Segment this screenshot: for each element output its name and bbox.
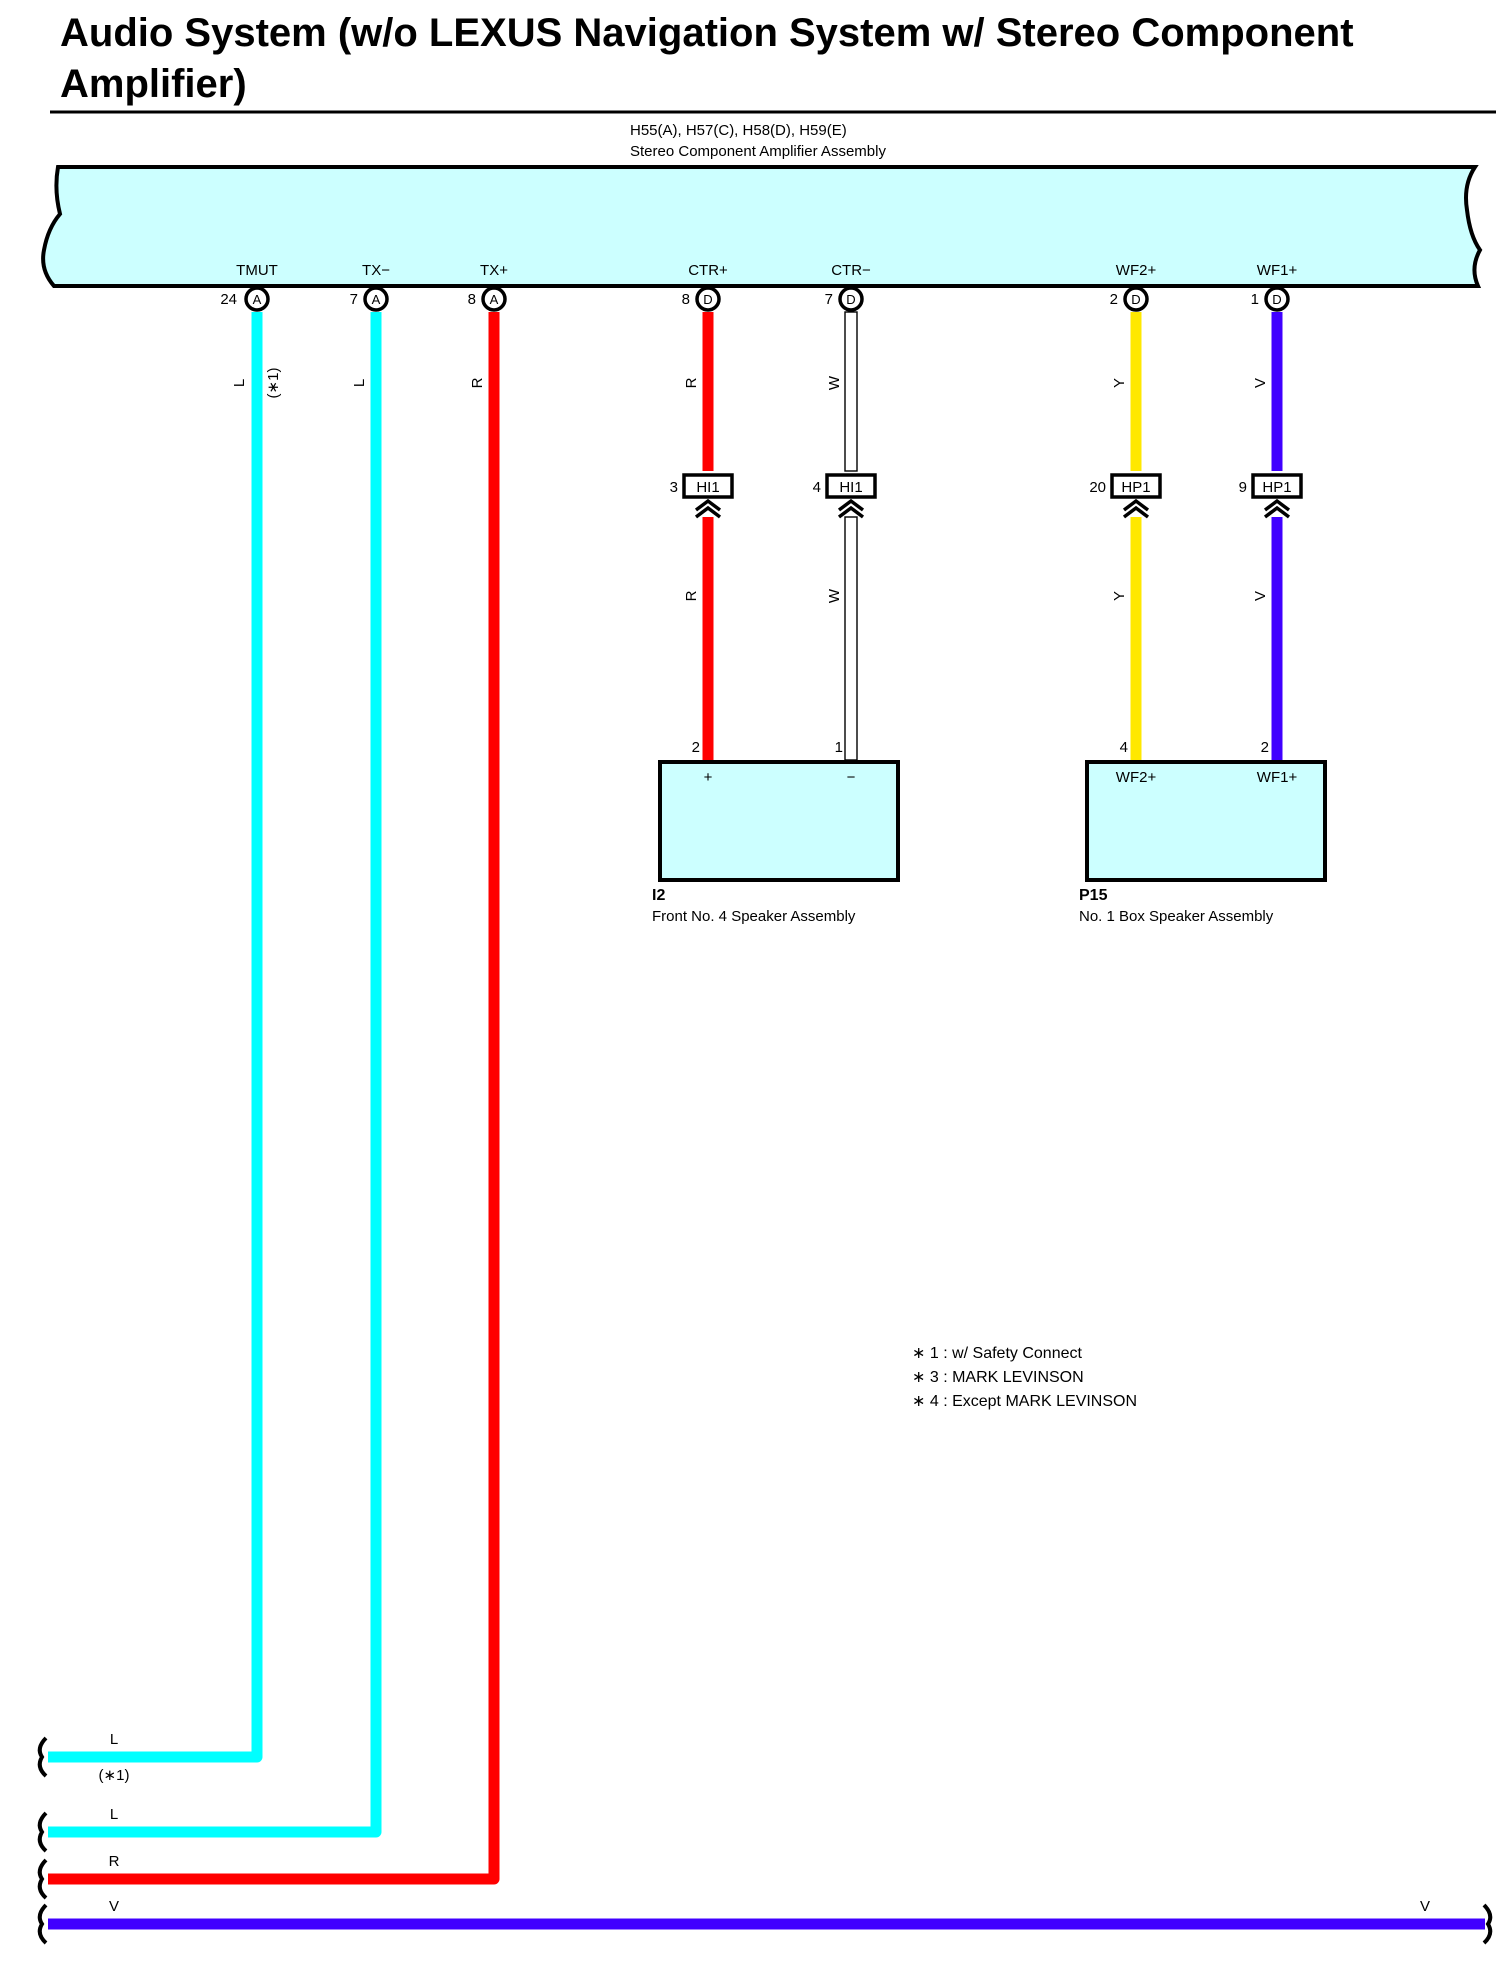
wire-code-wf1-plus-upper: V [1252, 378, 1269, 388]
box-speaker-assembly: 4 2 WF2+ WF1+ P15 No. 1 Box Speaker Asse… [1079, 739, 1327, 925]
page-title: Audio System (w/o LEXUS Navigation Syste… [60, 11, 1354, 106]
wire-code-ctr-plus-lower: R [683, 590, 700, 601]
front-speaker-pin-plus-number: 2 [692, 739, 700, 756]
note-3: ∗ 3 : MARK LEVINSON [912, 1369, 1084, 1386]
wire-tx-minus [48, 312, 382, 1838]
junction-hp1-9: HP1 9 [1239, 473, 1303, 519]
continuation-code-tx-plus: R [109, 1853, 120, 1870]
box-speaker-name: No. 1 Box Speaker Assembly [1079, 908, 1274, 925]
wire-code-wf2-plus-upper: Y [1111, 378, 1128, 388]
continuation-code-tx-minus: L [110, 1806, 118, 1823]
chevron-icon [1263, 499, 1291, 519]
pin-ctr-minus-letter: D [846, 292, 855, 307]
junction-hp1-20: HP1 20 [1089, 473, 1162, 519]
pin-tx-plus-number: 8 [468, 291, 476, 308]
note-1: ∗ 1 : w/ Safety Connect [912, 1345, 1082, 1362]
box-speaker-pin-wf1-label: WF1+ [1257, 769, 1298, 786]
junction-hi1-4-pin: 4 [813, 479, 821, 496]
pin-tmut-letter: A [253, 292, 262, 307]
pin-tx-minus: A 7 [350, 286, 389, 312]
amplifier-connectors: H55(A), H57(C), H58(D), H59(E) [630, 122, 847, 139]
box-speaker-pin-wf2-label: WF2+ [1116, 769, 1157, 786]
continuation-brace-violet-right [1482, 1903, 1493, 1945]
chevron-icon [837, 499, 865, 519]
pin-wf2-plus-letter: D [1131, 292, 1140, 307]
pin-label-wf2-plus: WF2+ [1116, 262, 1157, 279]
continuation-code-violet-left: V [109, 1898, 119, 1915]
front-speaker-pin-minus-label: − [847, 769, 856, 786]
continuation-brace-tx-minus [37, 1811, 48, 1853]
wire-code-wf1-plus-lower: V [1252, 591, 1269, 601]
junction-hi1-3-pin: 3 [670, 479, 678, 496]
pin-wf1-plus-number: 1 [1251, 291, 1259, 308]
pin-label-tmut: TMUT [236, 262, 278, 279]
continuation-code-tmut: L [110, 1731, 118, 1748]
chevron-icon [694, 499, 722, 519]
pin-tmut-number: 24 [220, 291, 237, 308]
pin-wf1-plus: D 1 [1251, 286, 1290, 312]
note-4: ∗ 4 : Except MARK LEVINSON [912, 1393, 1137, 1410]
pin-tx-minus-letter: A [372, 292, 381, 307]
wire-tx-plus [48, 312, 500, 1885]
continuation-brace-tmut [37, 1736, 48, 1778]
junction-hp1-9-name: HP1 [1262, 479, 1291, 496]
amplifier-assembly [41, 165, 1483, 288]
pin-wf2-plus-number: 2 [1110, 291, 1118, 308]
pin-label-ctr-plus: CTR+ [688, 262, 728, 279]
junction-hp1-9-pin: 9 [1239, 479, 1247, 496]
pin-label-ctr-minus: CTR− [831, 262, 871, 279]
chevron-icon [1122, 499, 1150, 519]
continuation-note-tmut: (∗1) [99, 1767, 130, 1784]
pin-label-tx-plus: TX+ [480, 262, 508, 279]
pin-ctr-plus: D 8 [682, 286, 721, 312]
box-speaker-code: P15 [1079, 887, 1108, 904]
continuation-code-violet-right: V [1420, 1898, 1430, 1915]
pin-ctr-minus: D 7 [825, 286, 864, 312]
pin-ctr-plus-letter: D [703, 292, 712, 307]
wire-code-tmut: L [231, 379, 248, 387]
pin-ctr-minus-number: 7 [825, 291, 833, 308]
junction-hi1-4: HI1 4 [813, 473, 877, 519]
front-speaker-name: Front No. 4 Speaker Assembly [652, 908, 856, 925]
junction-hp1-20-pin: 20 [1089, 479, 1106, 496]
box-speaker-pin-wf1-number: 2 [1261, 739, 1269, 756]
pin-tx-minus-number: 7 [350, 291, 358, 308]
wire-note-tmut: (∗1) [265, 368, 282, 399]
pin-ctr-plus-number: 8 [682, 291, 690, 308]
pin-wf1-plus-letter: D [1272, 292, 1281, 307]
wire-code-wf2-plus-lower: Y [1111, 591, 1128, 601]
junction-hi1-4-name: HI1 [839, 479, 862, 496]
pin-label-wf1-plus: WF1+ [1257, 262, 1298, 279]
pin-tx-plus-letter: A [490, 292, 499, 307]
pin-wf2-plus: D 2 [1110, 286, 1149, 312]
continuation-brace-violet-left [37, 1903, 48, 1945]
wire-code-tx-plus: R [469, 377, 486, 388]
wire-code-ctr-plus-upper: R [683, 377, 700, 388]
junction-hi1-3: HI1 3 [670, 473, 734, 519]
continuation-brace-tx-plus [37, 1858, 48, 1900]
junction-hi1-3-name: HI1 [696, 479, 719, 496]
wire-code-ctr-minus-lower: W [826, 588, 843, 603]
junction-hp1-20-name: HP1 [1121, 479, 1150, 496]
wire-code-ctr-minus-upper: W [826, 375, 843, 390]
front-speaker-pin-plus-label: + [704, 769, 713, 786]
wire-ctr-minus-lower [844, 516, 858, 761]
pin-label-tx-minus: TX− [362, 262, 390, 279]
front-speaker-pin-minus-number: 1 [835, 739, 843, 756]
box-speaker-pin-wf2-number: 4 [1120, 739, 1128, 756]
wire-tmut [48, 312, 263, 1763]
wire-ctr-minus-upper [844, 311, 858, 472]
amplifier-name: Stereo Component Amplifier Assembly [630, 143, 886, 160]
pin-tmut: A 24 [220, 286, 270, 312]
front-speaker-code: I2 [652, 887, 665, 904]
pin-tx-plus: A 8 [468, 286, 507, 312]
wire-code-tx-minus: L [351, 379, 368, 387]
front-speaker-assembly: 2 1 + − I2 Front No. 4 Speaker Assembly [652, 739, 900, 925]
